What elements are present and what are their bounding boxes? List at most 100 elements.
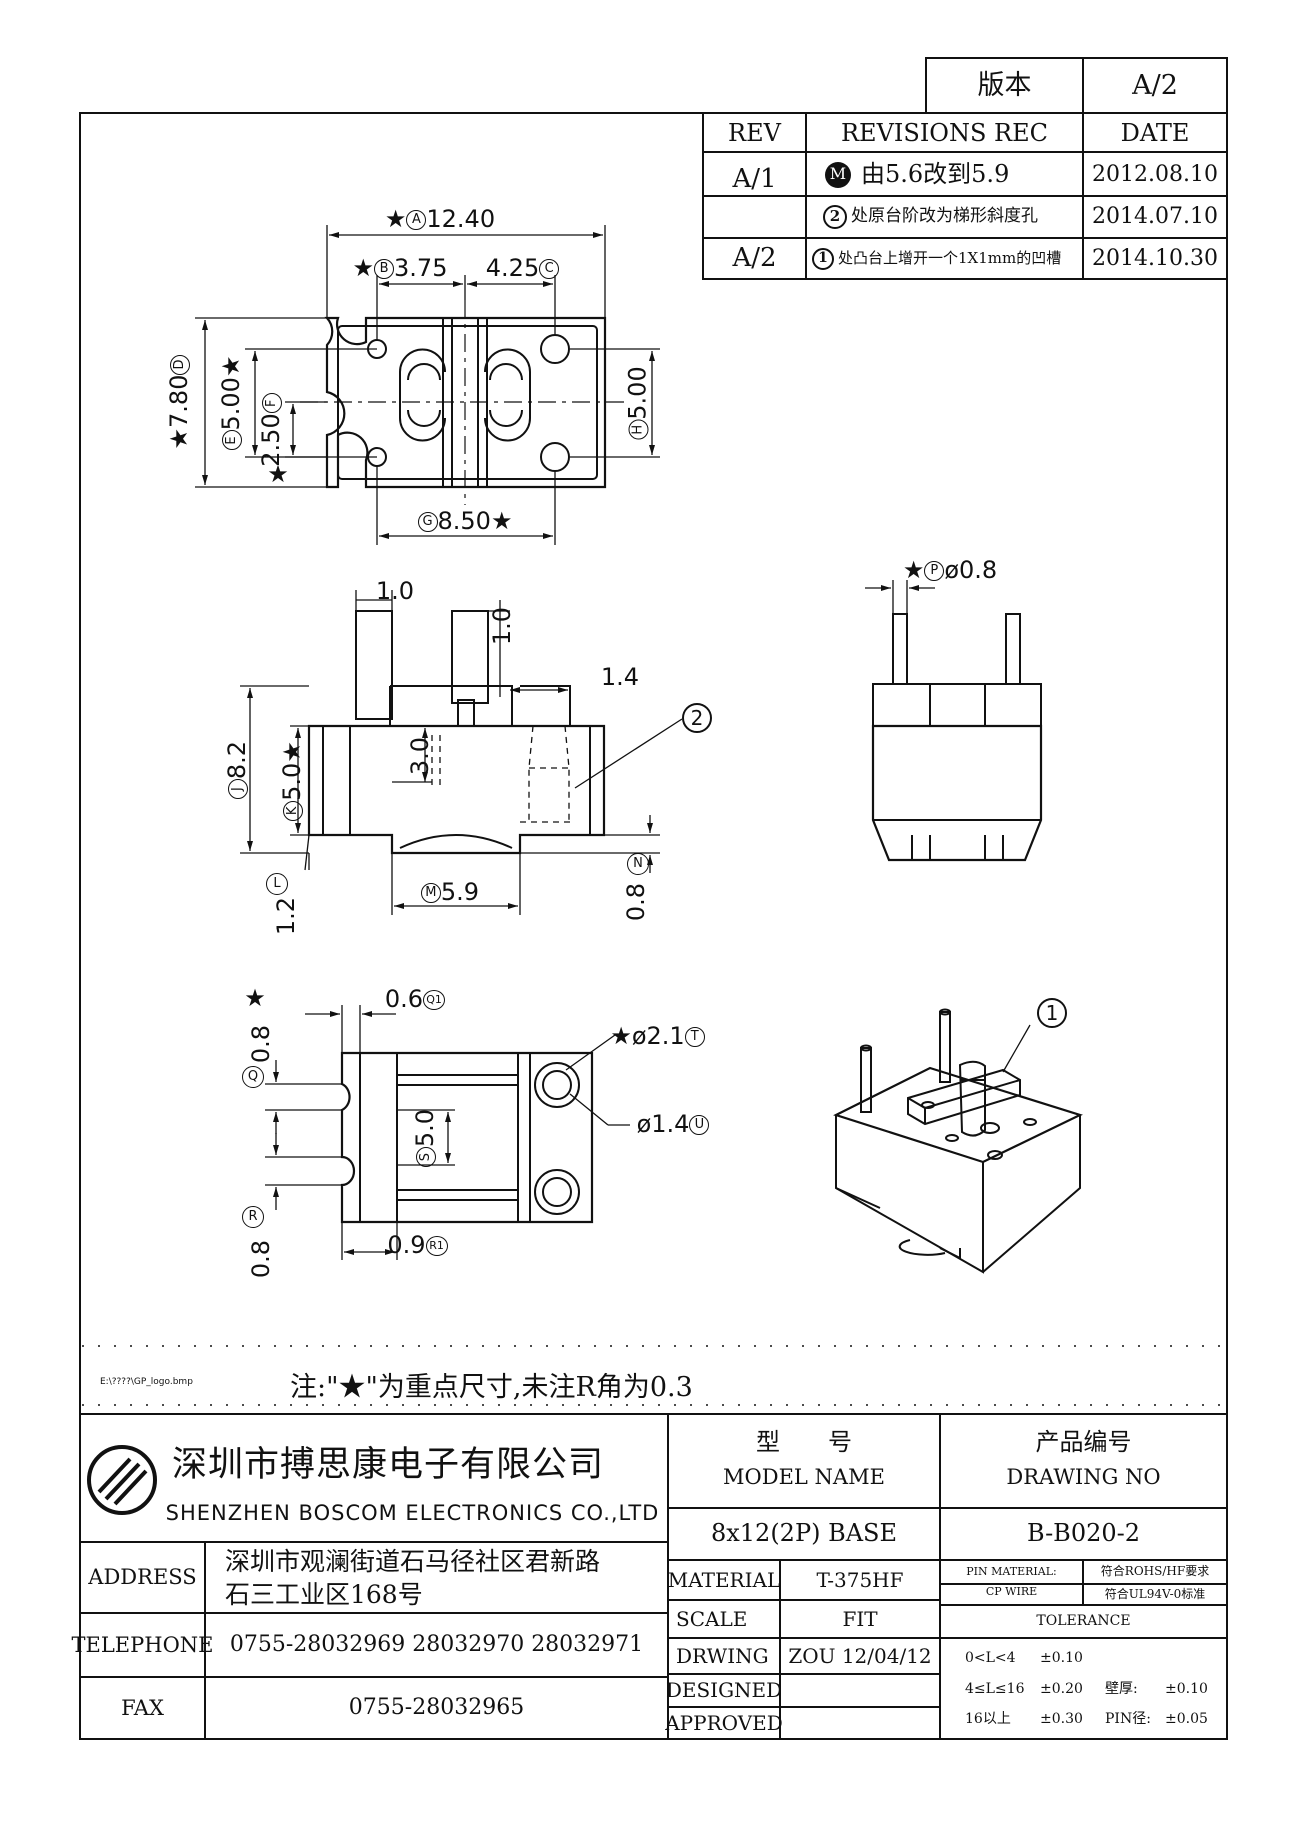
top-view-dims	[195, 225, 660, 545]
drawing-note: 注:"★"为重点尺寸,未注R角为0.3	[290, 1372, 693, 1404]
rev-row-1-desc: M 由5.6改到5.9	[815, 153, 1081, 196]
pin-material-req-1: 符合ROHS/HF要求	[1100, 1564, 1210, 1579]
dim-inner: 3.0	[406, 736, 435, 776]
pin-material-req-2: 符合UL94V-0标准	[1104, 1586, 1206, 1601]
drwing-label: DRWING	[676, 1643, 769, 1668]
tol-row-1-tol: ±0.10	[1040, 1649, 1083, 1666]
rev-mark-2: 2	[823, 205, 847, 229]
callout-1: 1	[1037, 998, 1067, 1028]
material-value: T-375HF	[816, 1567, 904, 1592]
rev-row-1-date: 2012.08.10	[1092, 161, 1218, 187]
approved-value	[780, 1707, 940, 1739]
rev-row-3-date: 2014.10.30	[1092, 245, 1218, 271]
material-label: MATERIAL	[667, 1567, 781, 1592]
pin-material-label: PIN MATERIAL:	[966, 1564, 1057, 1578]
tol-row-2-extra-label: 壁厚:	[1105, 1680, 1138, 1697]
tol-row-2-extra-tol: ±0.10	[1165, 1680, 1208, 1697]
callout-2: 2	[682, 703, 712, 733]
fax-label: FAX	[121, 1695, 164, 1720]
approved-label: APPROVED	[665, 1710, 783, 1735]
dim-n-letter: N	[627, 853, 649, 875]
address-line-2: 石三工业区168号	[225, 1579, 423, 1609]
bottom-view-dims	[265, 1005, 630, 1260]
tol-row-3-extra-label: PIN径:	[1105, 1710, 1151, 1727]
rev-row-2-text: 处原台阶改为梯形斜度孔	[851, 206, 1038, 227]
dim-l-letter: L	[266, 873, 288, 895]
telephone-value: 0755-28032969 28032970 28032971	[229, 1632, 644, 1658]
dim-step: 1.4	[600, 663, 640, 692]
rev-header: REV	[728, 118, 781, 147]
iso-callout-leader	[1002, 1024, 1031, 1073]
dim-r-letter: R	[242, 1206, 264, 1228]
side-view-dims	[865, 580, 935, 614]
dim-n-value: 0.8	[622, 882, 651, 922]
designed-label: DESIGNED	[665, 1678, 783, 1702]
dim-pin-top: 1.0	[488, 606, 517, 646]
tol-row-3-range: 16以上	[965, 1710, 1011, 1727]
rev-row-2-desc: 2 处原台阶改为梯形斜度孔	[815, 196, 1081, 238]
drwing-value: ZOU 12/04/12	[788, 1643, 932, 1668]
rev-row-1-rev: A/1	[732, 164, 777, 195]
drawing-no-label-en: DRAWING NO	[1006, 1464, 1161, 1489]
tol-row-3-extra-tol: ±0.05	[1165, 1710, 1208, 1727]
front-view	[307, 610, 606, 855]
version-value: A/2	[1132, 69, 1178, 101]
rev-mark-1: 1	[812, 247, 834, 270]
address-label: ADDRESS	[88, 1565, 197, 1590]
designed-value	[780, 1674, 940, 1707]
rev-row-3-rev: A/2	[732, 242, 777, 273]
drawing-no-label-cn: 产品编号	[1035, 1428, 1132, 1457]
rev-mark-m: M	[825, 161, 851, 188]
fax-value: 0755-28032965	[348, 1695, 525, 1721]
dim-q-star: ★	[244, 984, 266, 1013]
drawing-no-value: B-B020-2	[1026, 1519, 1140, 1548]
side-view	[871, 613, 1043, 862]
dim-q-value: 0.8	[247, 1024, 276, 1064]
model-label-cn: 型 号	[756, 1428, 852, 1457]
top-view	[300, 300, 625, 505]
dim-pin-width: 1.0	[375, 577, 415, 606]
model-label-en: MODEL NAME	[723, 1464, 885, 1489]
rev-row-1-text: 由5.6改到5.9	[861, 159, 1010, 188]
pin-material-wire: CP WIRE	[985, 1584, 1038, 1598]
frame	[79, 57, 1228, 1740]
tol-row-3-tol: ±0.30	[1040, 1710, 1083, 1727]
model-value: 8x12(2P) BASE	[710, 1519, 898, 1548]
address-line-1: 深圳市观澜街道石马径社区君新路	[225, 1546, 601, 1576]
tol-row-2-range: 4≤L≤16	[965, 1680, 1025, 1697]
version-label: 版本	[977, 69, 1032, 101]
company-logo	[87, 1445, 157, 1515]
tol-row-1-range: 0<L<4	[965, 1649, 1016, 1666]
company-name-en: SHENZHEN BOSCOM ELECTRONICS CO.,LTD	[165, 1500, 660, 1525]
scale-label: SCALE	[676, 1606, 748, 1631]
iso-view	[833, 1008, 1083, 1274]
company-name-cn: 深圳市搏思康电子有限公司	[172, 1444, 605, 1485]
tolerance-title: TOLERANCE	[1036, 1613, 1131, 1630]
revisions-header: REVISIONS REC	[840, 118, 1049, 147]
rev-row-3-text: 处凸台上增开一个1X1mm的凹槽	[838, 248, 1062, 267]
dim-l-value: 1.2	[272, 896, 301, 936]
rev-row-2-date: 2014.07.10	[1092, 204, 1218, 230]
rev-row-3-desc: 1 处凸台上增开一个1X1mm的凹槽	[812, 238, 1082, 279]
logo-file-path: E:\????\GP_logo.bmp	[100, 1376, 193, 1387]
dim-f-star: ★	[267, 460, 289, 489]
bottom-view	[340, 1051, 594, 1224]
tol-row-2-tol: ±0.20	[1040, 1680, 1083, 1697]
